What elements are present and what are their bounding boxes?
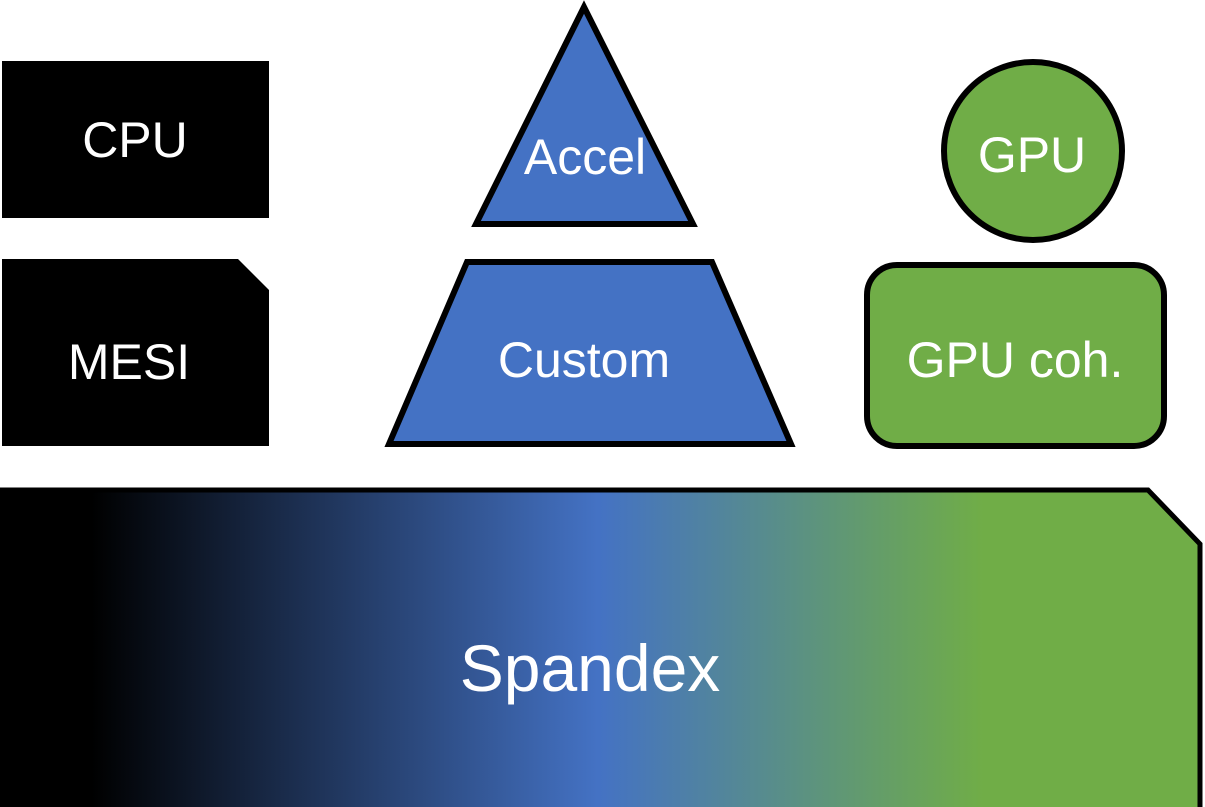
spandex-label: Spandex	[460, 631, 721, 705]
gpu-block: GPU	[941, 59, 1125, 243]
accel-triangle	[471, 0, 698, 227]
gpu-coh-box	[864, 262, 1167, 449]
cpu-box	[2, 61, 269, 218]
gpu-label: GPU	[978, 127, 1086, 183]
gpu-circle	[941, 59, 1125, 243]
custom-trapezoid	[384, 259, 796, 447]
custom-label: Custom	[498, 332, 670, 388]
cpu-label: CPU	[82, 112, 188, 168]
accel-label: Accel	[524, 129, 646, 185]
spandex-box	[0, 487, 1203, 807]
gpu-coh-block: GPU coh.	[864, 262, 1167, 449]
accel-block: Accel	[471, 0, 698, 227]
gpu-coh-label: GPU coh.	[907, 332, 1124, 388]
mesi-block: MESI	[2, 259, 269, 446]
spandex-block: Spandex	[0, 487, 1203, 807]
custom-block: Custom	[384, 259, 796, 447]
mesi-label: MESI	[68, 334, 190, 390]
mesi-box	[2, 259, 269, 446]
cpu-block: CPU	[2, 61, 269, 218]
